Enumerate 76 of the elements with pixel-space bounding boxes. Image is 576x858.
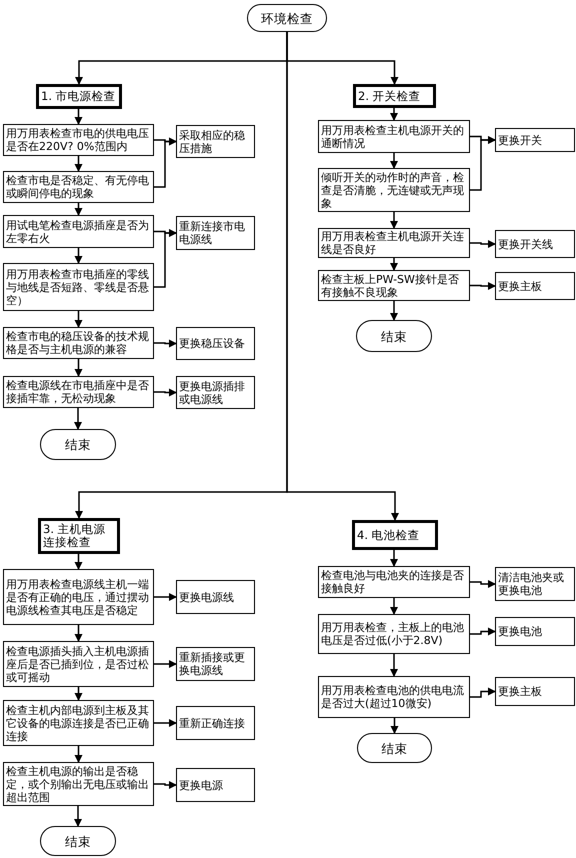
terminal-box: 环境检查 [247,4,327,32]
process-box: 用万用表检查主机电源开关连线是否良好 [318,228,470,258]
process-box: 检查电源插头插入主机电源插座后是否已插到位，是否过松或可摇动 [3,641,154,687]
arrow [390,258,398,271]
arrow [470,136,496,191]
action-box: 更换主板 [495,272,575,300]
arrow [74,806,82,827]
arrow [470,282,496,290]
arrow [74,746,82,763]
section-box: 4. 电池检查 [352,520,438,550]
process-box: 用万用表检查电源线主机一端是否有正确的电压，通过摆动电源线检查其电压是否稳定 [3,569,154,625]
arrow [390,598,398,615]
process-box: 检查市电是否稳定、有无停电或瞬间停电的现象 [3,171,154,203]
terminal-box: 结束 [40,429,116,460]
process-box: 检查电源线在市电插座中是否接插牢靠，无松动现象 [3,376,154,408]
arrow [286,32,399,521]
action-box: 采取相应的稳压措施 [176,125,255,158]
action-box: 更换开关线 [495,230,575,258]
arrow [390,718,398,734]
process-box: 检查市电的稳压设备的技术规格是否与主机电源的兼容 [3,327,154,359]
arrow [470,580,496,588]
arrow [390,153,398,169]
arrow [390,550,398,567]
terminal-box: 结束 [357,733,432,763]
action-box: 更换主板 [495,677,575,706]
arrow [74,359,82,377]
action-box: 更换电源插排或电源线 [176,376,255,409]
process-box: 用万用表检查市电插座的零线与地线是否短路、零线是否悬空） [3,263,154,311]
arrow [154,229,177,288]
arrow [74,248,82,264]
arrow [470,688,496,698]
action-box: 清洁电池夹或更换电池 [495,567,575,601]
process-box: 用万用表检查，主板上的电池电压是否过低(小于2.8V) [318,614,470,654]
arrow [74,203,82,216]
arrow [74,156,82,172]
process-box: 用万用表检查市电的供电电压是否在220V? 0%范围内 [3,124,154,156]
process-box: 用试电笔检查电源插座是否为左零右火 [3,215,154,248]
terminal-box: 结束 [40,826,116,856]
action-box: 更换开关 [495,128,575,152]
process-box: 检查主机电源的输出是否稳定，或个别输出无电压或输出超出范围 [3,762,154,806]
arrow [74,109,82,125]
arrow [154,340,177,348]
process-box: 检查主机内部电源到主板及其它设备的电源连接是否已正确连接 [3,700,154,746]
arrow [154,719,177,727]
arrow [470,628,496,636]
process-box: 检查主板上PW-SW接针是否有接触不良现象 [318,270,470,301]
terminal-box: 结束 [356,320,432,352]
action-box: 更换电源线 [176,580,255,614]
section-box: 3. 主机电源连接检查 [38,518,120,554]
arrow [74,408,82,430]
action-box: 更换稳压设备 [176,327,255,360]
arrow [74,554,82,570]
action-box: 更换电池 [495,617,575,646]
arrow [390,654,398,677]
arrow [154,660,177,668]
arrow [154,388,177,396]
arrow [390,301,398,321]
arrow [470,240,496,248]
arrow [390,212,398,229]
arrow [154,593,177,601]
arrow [74,311,82,328]
process-box: 检查电池与电池夹的连接是否接触良好 [318,566,470,598]
action-box: 重新插接或更换电源线 [176,647,255,681]
section-box: 1. 市电源检查 [36,84,122,109]
arrow [390,108,398,121]
process-box: 倾听开关的动作时的声音，检查是否清脆，无连键或无声现象 [318,168,470,212]
action-box: 重新连接市电电源线 [176,216,255,250]
arrow [74,625,82,642]
process-box: 用万用表检查主机电源开关的通断情况 [318,120,470,153]
arrow [154,781,177,789]
process-box: 用万用表检查电池的供电电流是否过大(超过10微安) [318,676,470,718]
arrow [74,687,82,701]
action-box: 重新正确连接 [176,706,255,740]
section-box: 2. 开关检查 [353,84,436,108]
action-box: 更换电源 [176,768,255,802]
arrow [154,138,177,188]
